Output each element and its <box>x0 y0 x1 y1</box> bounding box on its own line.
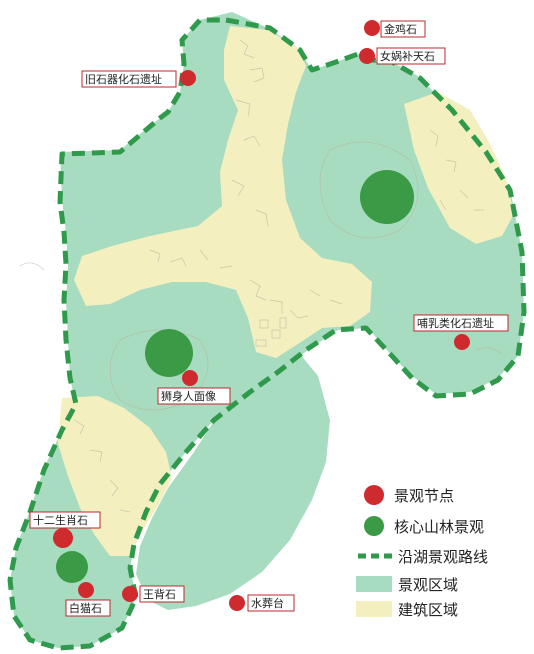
legend-building-swatch <box>356 601 392 617</box>
node-jinjishi[interactable] <box>364 20 380 36</box>
node-buru[interactable] <box>454 334 470 350</box>
building-zone-north <box>74 26 372 358</box>
node-labels: 金鸡石 女娲补天石 旧石器化石遗址 哺乳类化石遗址 狮身人面像 十二生肖石 白猫… <box>29 20 509 617</box>
label-wangbei: 王背石 <box>143 587 176 601</box>
scenic-zone-lake <box>136 354 330 610</box>
legend-route-label: 沿湖景观路线 <box>398 548 488 566</box>
core-forest-southwest <box>56 551 88 583</box>
core-forest-east <box>360 170 414 224</box>
node-jiushiqi[interactable] <box>180 70 196 86</box>
legend-core-swatch <box>364 516 384 536</box>
landscape-nodes <box>53 20 470 611</box>
node-baimao[interactable] <box>78 582 94 598</box>
legend-node-label: 景观节点 <box>394 487 454 505</box>
core-forest-center <box>145 329 193 377</box>
label-shuizang: 水葬台 <box>251 596 284 610</box>
lakeside-route-path <box>7 17 527 651</box>
legend-core-label: 核心山林景观 <box>394 518 484 536</box>
node-shiershengxiao[interactable] <box>53 528 73 548</box>
node-wangbei[interactable] <box>122 586 138 602</box>
node-nvwa[interactable] <box>359 48 375 64</box>
building-zone-east <box>404 92 514 244</box>
label-baimao: 白猫石 <box>69 601 102 615</box>
lakeside-route <box>7 17 527 651</box>
core-forest <box>56 170 414 583</box>
legend-node-swatch <box>364 485 384 505</box>
label-buru: 哺乳类化石遗址 <box>417 316 494 330</box>
legend-scenic-label: 景观区域 <box>398 576 458 594</box>
label-nvwa: 女娲补天石 <box>380 49 435 63</box>
node-shuizang[interactable] <box>229 595 245 611</box>
label-shiershengxiao: 十二生肖石 <box>33 513 88 527</box>
label-jiushiqi: 旧石器化石遗址 <box>85 72 162 86</box>
legend-building-label: 建筑区域 <box>398 601 458 619</box>
label-shishen: 狮身人面像 <box>161 389 216 403</box>
legend-scenic-swatch <box>356 576 392 592</box>
label-jinjishi: 金鸡石 <box>384 22 417 36</box>
node-shishen[interactable] <box>182 370 198 386</box>
legend: 景观节点 核心山林景观 沿湖景观路线 景观区域 建筑区域 <box>356 485 488 619</box>
terrain-texture <box>19 39 503 513</box>
